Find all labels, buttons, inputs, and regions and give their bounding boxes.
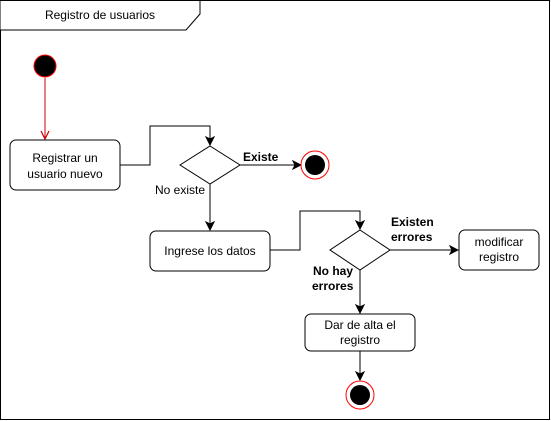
action-registrar-label-1: Registrar un xyxy=(32,151,97,165)
action-dar-alta-label-1: Dar de alta el xyxy=(324,318,395,332)
action-dar-alta-registro: Dar de alta el registro xyxy=(304,313,416,352)
label-no-hay-errores-1: No hay xyxy=(313,264,353,278)
initial-node xyxy=(33,54,57,78)
action-dar-alta-label-2: registro xyxy=(340,333,380,347)
action-ingrese-datos: Ingrese los datos xyxy=(149,230,271,272)
edge-ingrese-to-decision2 xyxy=(270,210,360,251)
frame-title: Registro de usuarios xyxy=(45,8,155,22)
action-modificar-label-1: modificar xyxy=(475,235,524,249)
label-existen-errores-2: errores xyxy=(391,230,433,244)
action-ingrese-label: Ingrese los datos xyxy=(164,244,255,258)
final-node-existe xyxy=(300,150,330,180)
action-modificar-label-2: registro xyxy=(479,250,519,264)
label-existe: Existe xyxy=(243,150,279,164)
label-existen-errores-1: Existen xyxy=(391,215,434,229)
action-modificar-registro: modificar registro xyxy=(458,229,540,271)
action-registrar-label-2: usuario nuevo xyxy=(27,167,103,181)
label-no-hay-errores-2: errores xyxy=(312,279,354,293)
action-registrar-usuario: Registrar un usuario nuevo xyxy=(9,139,121,191)
label-no-existe: No existe xyxy=(155,183,205,197)
edge-registrar-to-decision1 xyxy=(120,125,210,166)
final-node-registro xyxy=(345,380,375,410)
frame-title-tab xyxy=(0,0,201,31)
